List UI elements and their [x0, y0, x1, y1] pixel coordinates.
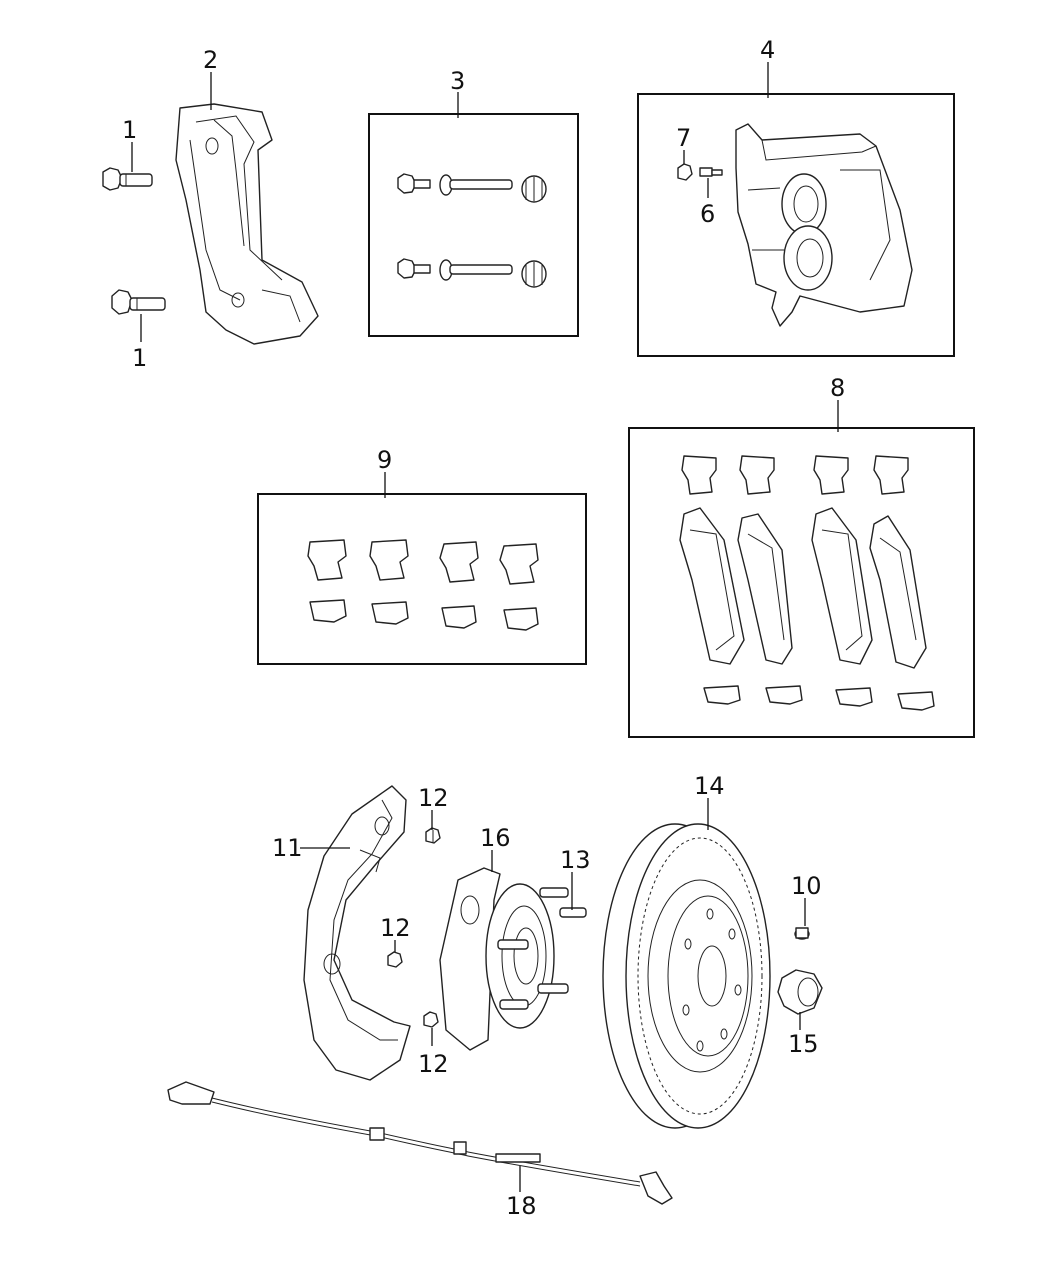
callout-14: 14: [694, 772, 725, 800]
callout-15: 15: [788, 1030, 819, 1058]
dust-shield: [303, 785, 411, 1081]
shield-bolt-middle: [387, 951, 403, 968]
callout-12-upper: 12: [418, 784, 449, 812]
callout-3: 3: [450, 67, 465, 95]
callout-12-middle: 12: [380, 914, 411, 942]
pad-kit-box: [628, 427, 975, 738]
shield-bolt-lower: [423, 1011, 439, 1028]
rotor-retaining-screw: [794, 927, 810, 940]
shield-bolt-upper: [425, 827, 441, 844]
callout-2: 2: [203, 46, 218, 74]
callout-1-upper: 1: [122, 116, 137, 144]
bleeder-screw: [699, 167, 723, 177]
bleeder-cap: [677, 163, 693, 181]
caliper-box: [637, 93, 955, 357]
hardware-kit-box: [257, 493, 587, 665]
callout-1-lower: 1: [132, 344, 147, 372]
callout-13: 13: [560, 846, 591, 874]
brake-caliper: [735, 123, 913, 327]
caliper-bracket: [175, 103, 319, 345]
callout-18: 18: [506, 1192, 537, 1220]
hardware-clips-top: [307, 539, 539, 585]
brake-rotor: [602, 823, 771, 1129]
callout-16: 16: [480, 824, 511, 852]
callout-10: 10: [791, 872, 822, 900]
guide-pin-set-upper: [397, 173, 547, 203]
callout-9: 9: [377, 446, 392, 474]
wheel-hub-bearing: [439, 867, 587, 1051]
callout-11: 11: [272, 834, 303, 862]
callout-12-lower: 12: [418, 1050, 449, 1078]
callout-7: 7: [676, 124, 691, 152]
brake-pads: [679, 507, 927, 669]
hub-nut: [777, 969, 823, 1015]
pin-kit-box: [368, 113, 579, 337]
bolt-1-upper: [102, 167, 153, 191]
wheel-speed-sensor: [167, 1081, 673, 1205]
callout-4: 4: [760, 36, 775, 64]
guide-pin-set-lower: [397, 258, 547, 288]
callout-8: 8: [830, 374, 845, 402]
pad-kit-clips-bottom: [703, 685, 935, 711]
pad-kit-clips-top: [681, 455, 909, 495]
hardware-clips-bottom: [309, 599, 539, 631]
callout-6: 6: [700, 200, 715, 228]
bolt-1-lower: [111, 289, 166, 315]
